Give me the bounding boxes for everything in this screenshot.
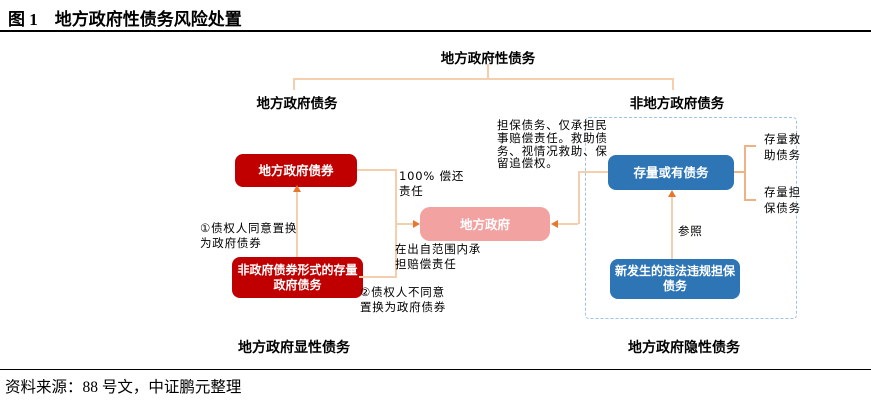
- connector-left-branch-stub: [293, 78, 295, 90]
- bracket-vertical: [744, 145, 746, 201]
- annotation-swap-agree: ①债权人同意置换为政府债券: [200, 221, 298, 250]
- connector-root-stem: [487, 64, 489, 78]
- right-branch-label: 非地方政府债务: [629, 96, 725, 112]
- root-node-label: 地方政府性债务: [440, 51, 536, 67]
- connector-contingent-left: [578, 171, 609, 173]
- node-new-illegal-guarantee-debt: 新发生的违法违规担保债务: [610, 259, 740, 299]
- connector-right-vertical: [578, 171, 580, 224]
- connector-nonbond-right: [359, 276, 397, 278]
- bracket-bottom-stub: [744, 199, 756, 201]
- label-stock-guarantee-debt: 存量担保债务: [764, 185, 801, 215]
- label-stock-rescue-debt: 存量救助债务: [764, 132, 801, 162]
- explicit-debt-label: 地方政府显性债务: [238, 340, 350, 356]
- connector-into-gov-left: [395, 223, 413, 225]
- title-underline: [0, 30, 871, 32]
- node-local-government: 地方政府: [420, 207, 550, 241]
- annotation-reference: 参照: [678, 224, 703, 238]
- annotation-swap-refuse: ②债权人不同意置换为政府债券: [360, 285, 447, 314]
- implicit-debt-label: 地方政府隐性债务: [628, 340, 740, 356]
- node-stock-contingent-debt: 存量或有债务: [608, 155, 734, 190]
- connector-bond-right: [357, 169, 397, 171]
- arrowhead-up-bond: [292, 185, 301, 192]
- connector-branch-bar: [293, 78, 673, 80]
- connector-into-gov-right: [558, 223, 578, 225]
- bracket-top-stub: [744, 145, 756, 147]
- arrowhead-into-gov-left: [413, 219, 420, 228]
- figure-title: 图 1 地方政府性债务风险处置: [8, 10, 242, 29]
- annotation-full-repayment: 100% 偿还责任: [399, 169, 465, 198]
- connector-nonbond-to-bond: [296, 190, 298, 257]
- left-branch-label: 地方政府债务: [256, 96, 338, 112]
- contingent-liability-note: 担保债务、仅承担民事赔偿责任。救助债务、视情况救助、保留追偿权。: [497, 118, 608, 171]
- source-divider: [0, 369, 871, 370]
- hidden-debt-dashed-region: [585, 117, 797, 319]
- arrowhead-into-gov-right: [551, 219, 558, 228]
- connector-right-branch-stub: [672, 78, 674, 90]
- annotation-capital-scope: 在出自范围内承担赔偿责任: [395, 242, 482, 271]
- bracket-mid-stub: [734, 171, 745, 173]
- source-note: 资料来源：88 号文，中证鹏元整理: [5, 379, 242, 396]
- node-non-bond-stock-debt: 非政府债券形式的存量政府债务: [232, 257, 363, 298]
- connector-newguarantee-to-contingent: [671, 195, 673, 259]
- arrowhead-up-contingent: [667, 190, 676, 197]
- node-local-government-bond: 地方政府债券: [235, 154, 357, 187]
